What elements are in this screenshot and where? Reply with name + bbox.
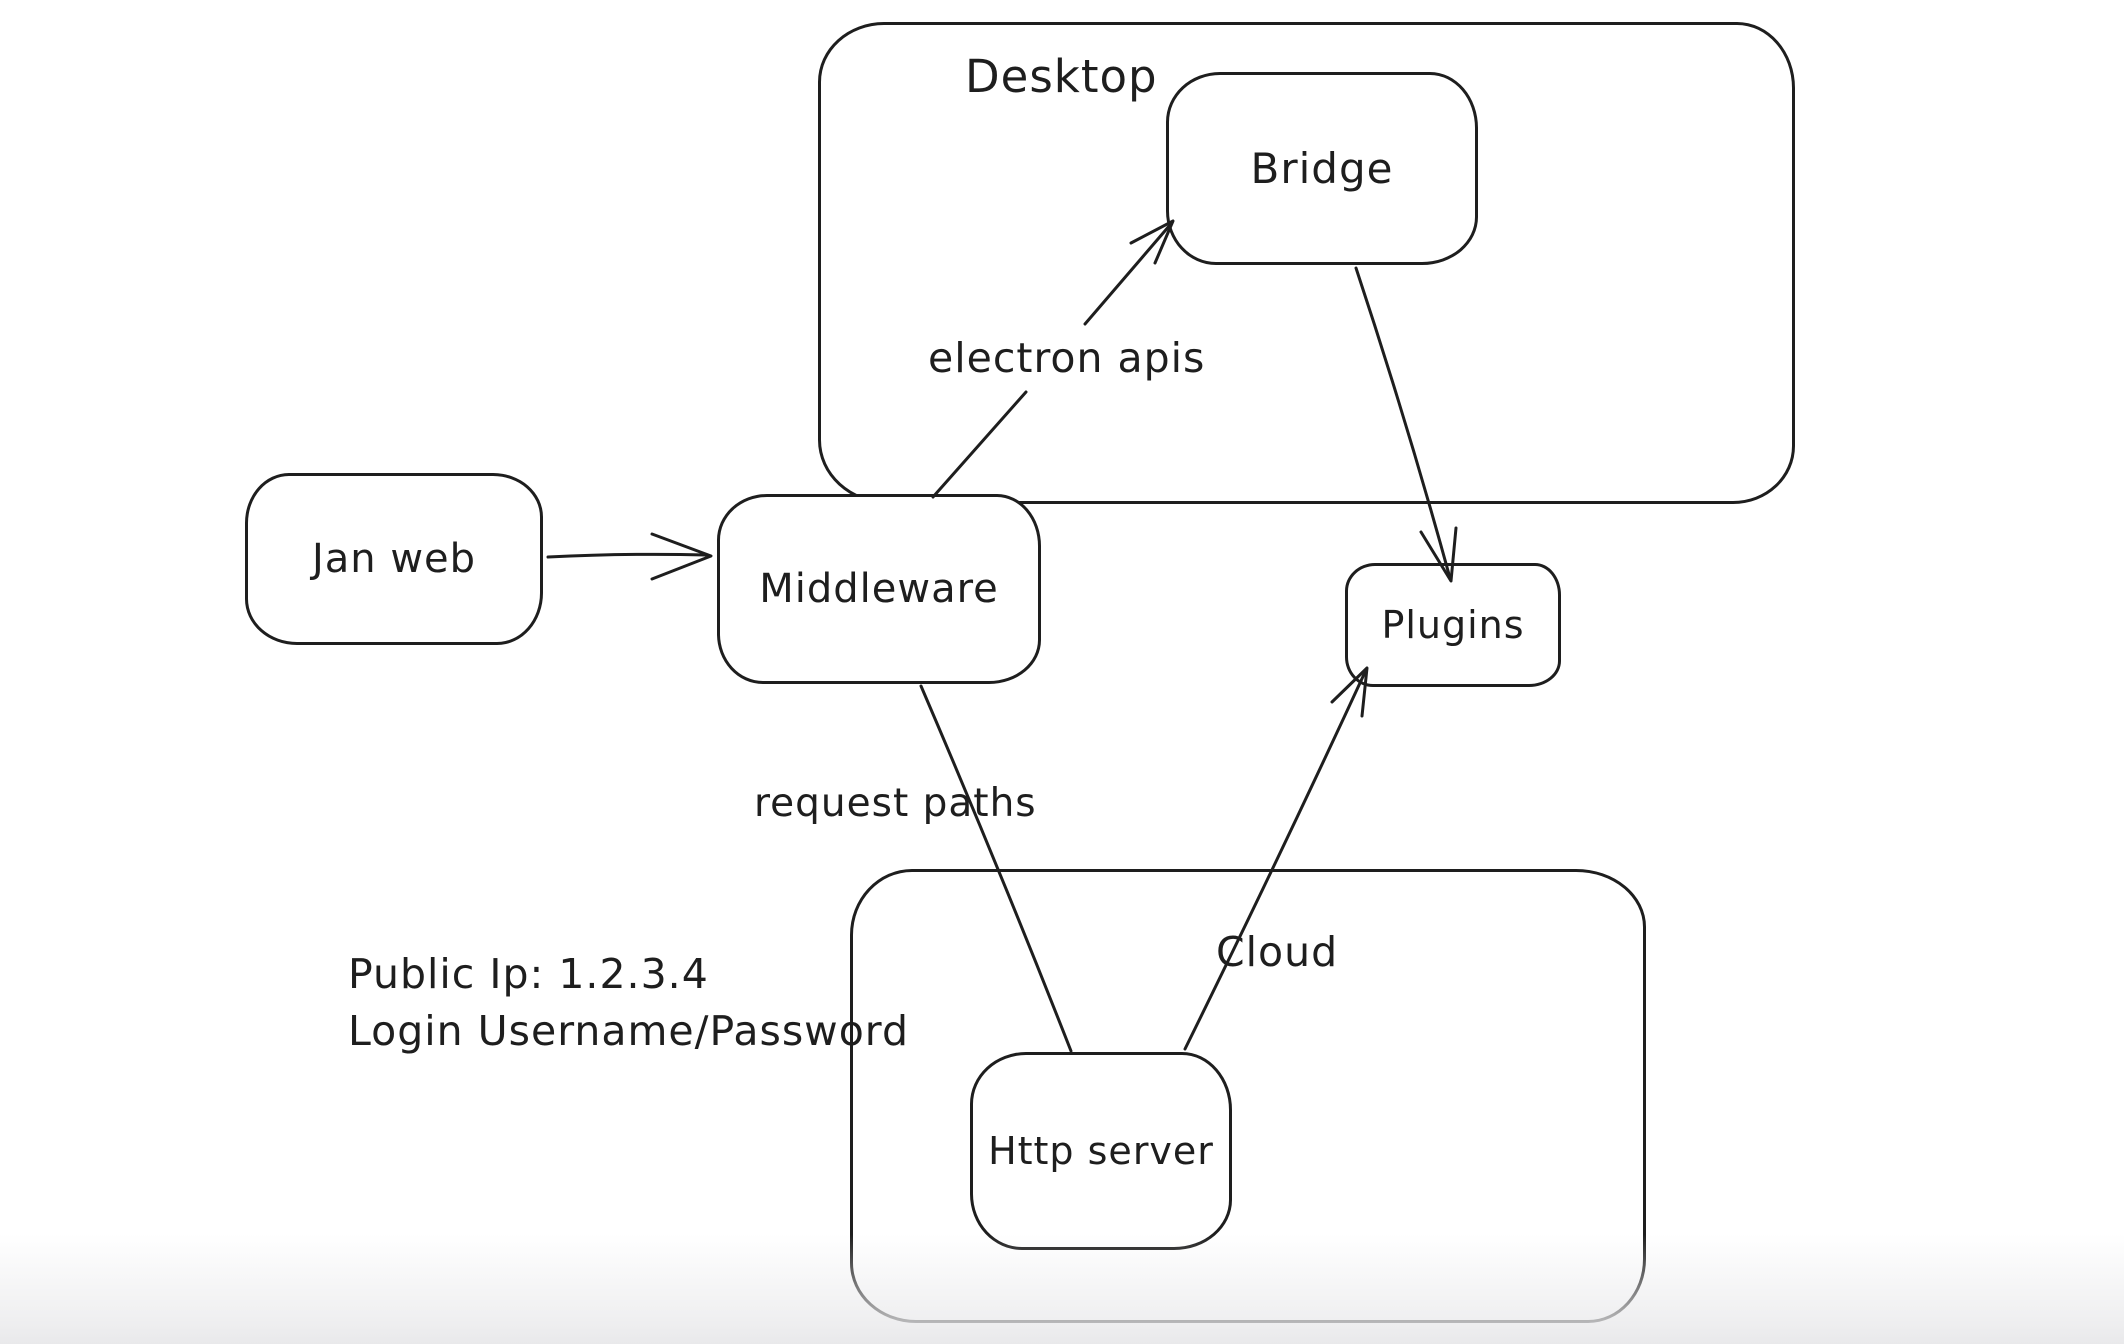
- edge-middleware-to-bridge-lower[interactable]: [931, 390, 1028, 499]
- request-paths-edge-label[interactable]: request paths: [754, 781, 1037, 826]
- middleware-label: Middleware: [759, 566, 999, 612]
- arrowhead-httpserver-to-plugins[interactable]: [1330, 666, 1369, 718]
- http-server-label: Http server: [988, 1129, 1214, 1173]
- edge-bridge-to-plugins[interactable]: [1354, 266, 1452, 580]
- plugins-node[interactable]: Plugins: [1345, 563, 1561, 687]
- edge-httpserver-to-plugins[interactable]: [1183, 668, 1368, 1051]
- credentials-note[interactable]: Public Ip: 1.2.3.4 Login Username/Passwo…: [348, 946, 909, 1059]
- bridge-label: Bridge: [1250, 144, 1394, 193]
- login-line: Login Username/Password: [348, 1006, 909, 1055]
- desktop-container[interactable]: [818, 22, 1795, 504]
- jan-web-label: Jan web: [311, 536, 477, 582]
- public-ip-line: Public Ip: 1.2.3.4: [348, 950, 709, 998]
- edge-middleware-to-bridge-upper[interactable]: [1083, 223, 1172, 326]
- plugins-label: Plugins: [1381, 603, 1525, 647]
- edge-janweb-to-middleware[interactable]: [546, 552, 708, 559]
- desktop-container-label[interactable]: Desktop: [965, 50, 1158, 103]
- arrowhead-middleware-to-bridge[interactable]: [1129, 219, 1175, 265]
- arrowhead-bridge-to-plugins[interactable]: [1419, 526, 1458, 583]
- bridge-node[interactable]: Bridge: [1166, 72, 1478, 265]
- electron-apis-edge-label[interactable]: electron apis: [928, 334, 1206, 382]
- edge-middleware-to-httpserver[interactable]: [919, 684, 1073, 1053]
- cloud-container-label[interactable]: Cloud: [1216, 928, 1339, 976]
- middleware-node[interactable]: Middleware: [717, 494, 1041, 684]
- jan-web-node[interactable]: Jan web: [245, 473, 543, 645]
- http-server-node[interactable]: Http server: [970, 1052, 1232, 1250]
- arrowhead-janweb-to-middleware[interactable]: [650, 532, 713, 581]
